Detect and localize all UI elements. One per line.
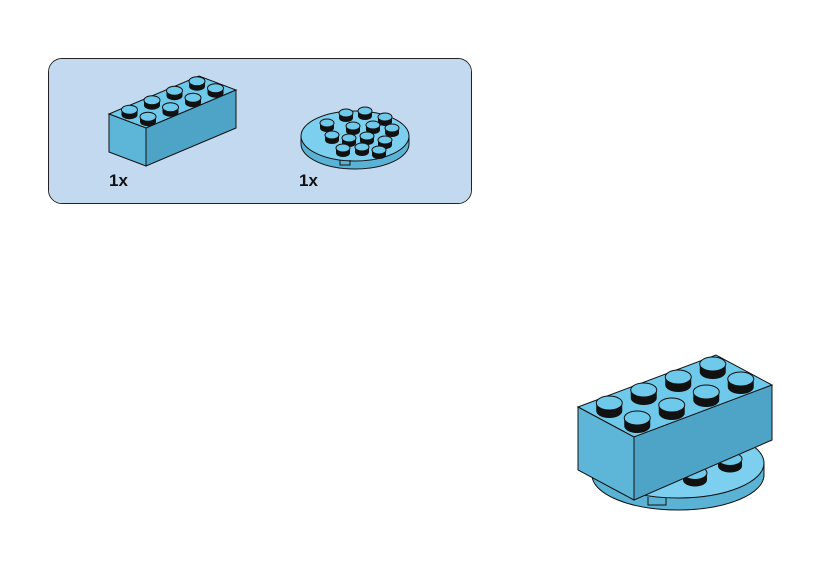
- stud: [162, 102, 179, 117]
- parts-list-panel: 1x 1x: [48, 58, 472, 204]
- stud: [207, 83, 224, 98]
- parts-list-graphic: [49, 59, 471, 203]
- stud: [188, 76, 206, 91]
- stud: [384, 123, 400, 137]
- stud: [319, 118, 335, 132]
- stud: [324, 130, 340, 144]
- stud: [345, 121, 361, 135]
- assembly-step-illustration: [570, 345, 790, 525]
- stud: [354, 142, 370, 156]
- stud: [371, 145, 387, 159]
- brick-quantity-label: 1x: [109, 171, 128, 190]
- stud: [630, 382, 658, 405]
- brick-side-face: [145, 89, 237, 167]
- stud: [139, 111, 157, 127]
- stud: [623, 410, 651, 433]
- plate-quantity-label: 1x: [299, 171, 318, 190]
- stud: [664, 369, 692, 392]
- stud: [184, 92, 202, 108]
- stud: [692, 384, 720, 407]
- stud: [338, 108, 354, 122]
- round-plate-4x4-part: [300, 106, 410, 170]
- stud: [699, 356, 727, 379]
- brick-studs: [121, 76, 224, 127]
- stud: [143, 95, 161, 110]
- assembly-plate-notch: [647, 497, 667, 506]
- assembly-graphic: [576, 354, 774, 511]
- plate-studs: [319, 106, 400, 159]
- stud: [335, 143, 351, 157]
- assembly-brick-side: [633, 384, 773, 501]
- plate-notch: [339, 160, 351, 166]
- stud: [377, 112, 393, 126]
- stud: [595, 395, 623, 418]
- stud: [727, 371, 755, 394]
- assembly-brick-studs: [595, 356, 755, 433]
- stud: [658, 397, 686, 420]
- brick-2x4-part: [107, 75, 238, 167]
- stud: [357, 106, 373, 120]
- stud: [166, 85, 183, 101]
- stud: [121, 104, 138, 120]
